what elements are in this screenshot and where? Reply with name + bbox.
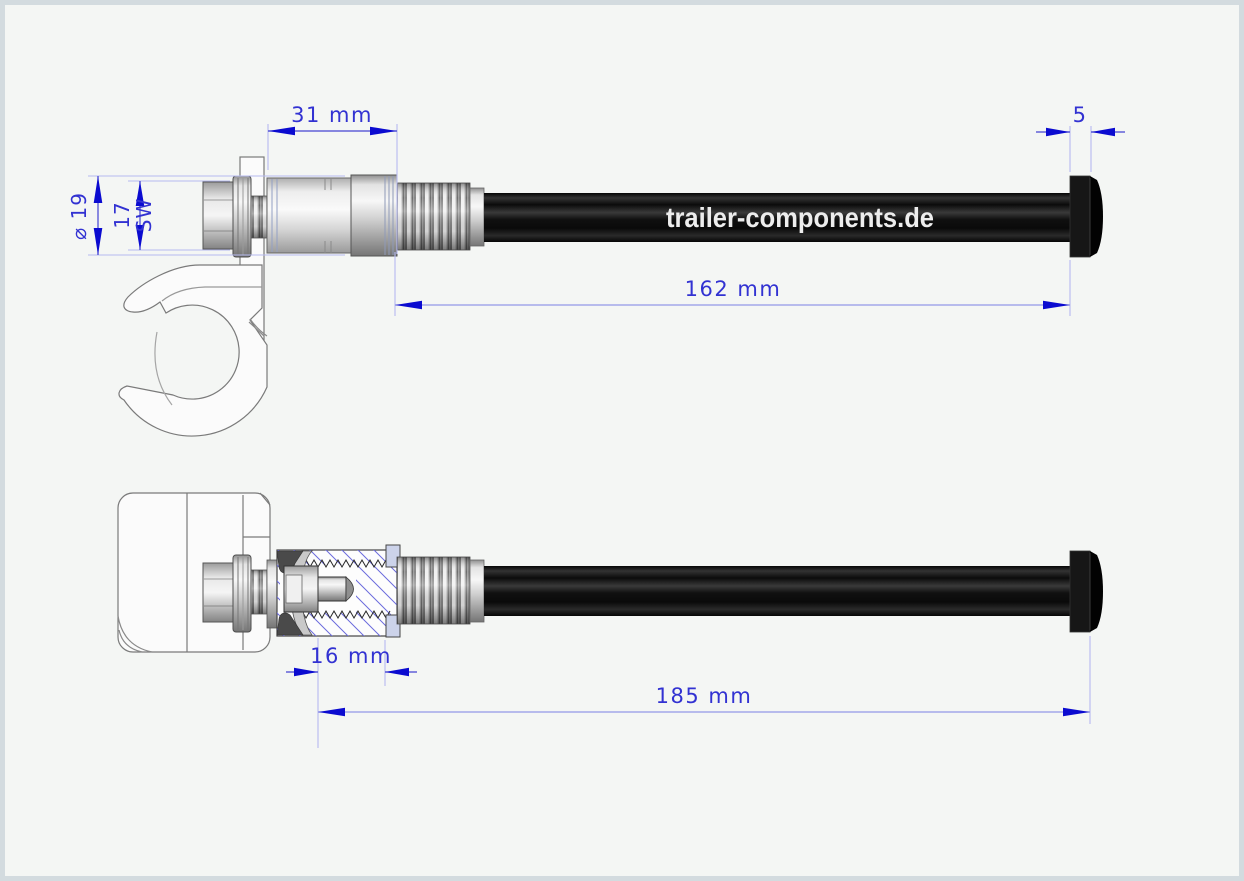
dim-162mm: 162 mm [394,252,1071,316]
sectioned-sleeve [276,544,401,638]
black-shaft: trailer-components.de [484,193,1070,242]
axle-head-bottom [1069,550,1103,633]
dim-label-diameter-19: ⌀ 19 [67,192,91,240]
spacer-washer-bottom [266,559,278,629]
entry-wedge-bottom [276,612,304,636]
shaft-collar [469,187,485,247]
brand-text: trailer-components.de [666,202,934,233]
dim-185mm: 185 mm [318,636,1091,724]
dim-diameter-19: ⌀ 19 [67,175,345,256]
axle-head [1069,175,1103,258]
bore-thread-top [301,558,391,569]
bore-thread-bottom [301,609,391,620]
washer-bottom [232,554,252,633]
threaded-section [396,182,471,251]
hex-nut [202,181,234,250]
hex-nut-bottom [202,562,234,623]
dim-label-sw: SW [132,198,156,232]
dim-label-5: 5 [1073,103,1088,127]
adapter-sleeve [266,177,352,254]
dim-17-sw: 17 SW [110,180,230,251]
dim-5: 5 [1036,103,1125,172]
washer [232,175,252,258]
dim-31mm: 31 mm [267,103,398,254]
dim-label-16mm: 16 mm [310,644,392,668]
dim-label-162mm: 162 mm [685,277,782,301]
black-shaft-bottom [484,566,1070,616]
coupler-hook-side [118,156,268,437]
thread-stub-bottom [250,569,268,615]
dim-label-17: 17 [110,201,134,228]
flange-tab-bottom [385,614,401,638]
coupler-claw [118,264,268,437]
bottom-view: 16 mm 185 mm [117,492,1103,748]
adapter-collar [350,174,398,257]
thread-stub [250,195,268,239]
top-view: trailer-components.de 31 mm ⌀ 1 [67,103,1125,437]
axle-assembly-top: trailer-components.de [202,174,1103,258]
dim-16mm: 16 mm [286,638,417,748]
socket-bolt [283,565,354,613]
threaded-section-bottom [396,556,471,625]
dim-label-31mm: 31 mm [291,103,373,127]
shaft-collar-bottom [469,559,485,623]
dim-label-185mm: 185 mm [656,684,753,708]
flange-tab-top [385,544,401,568]
